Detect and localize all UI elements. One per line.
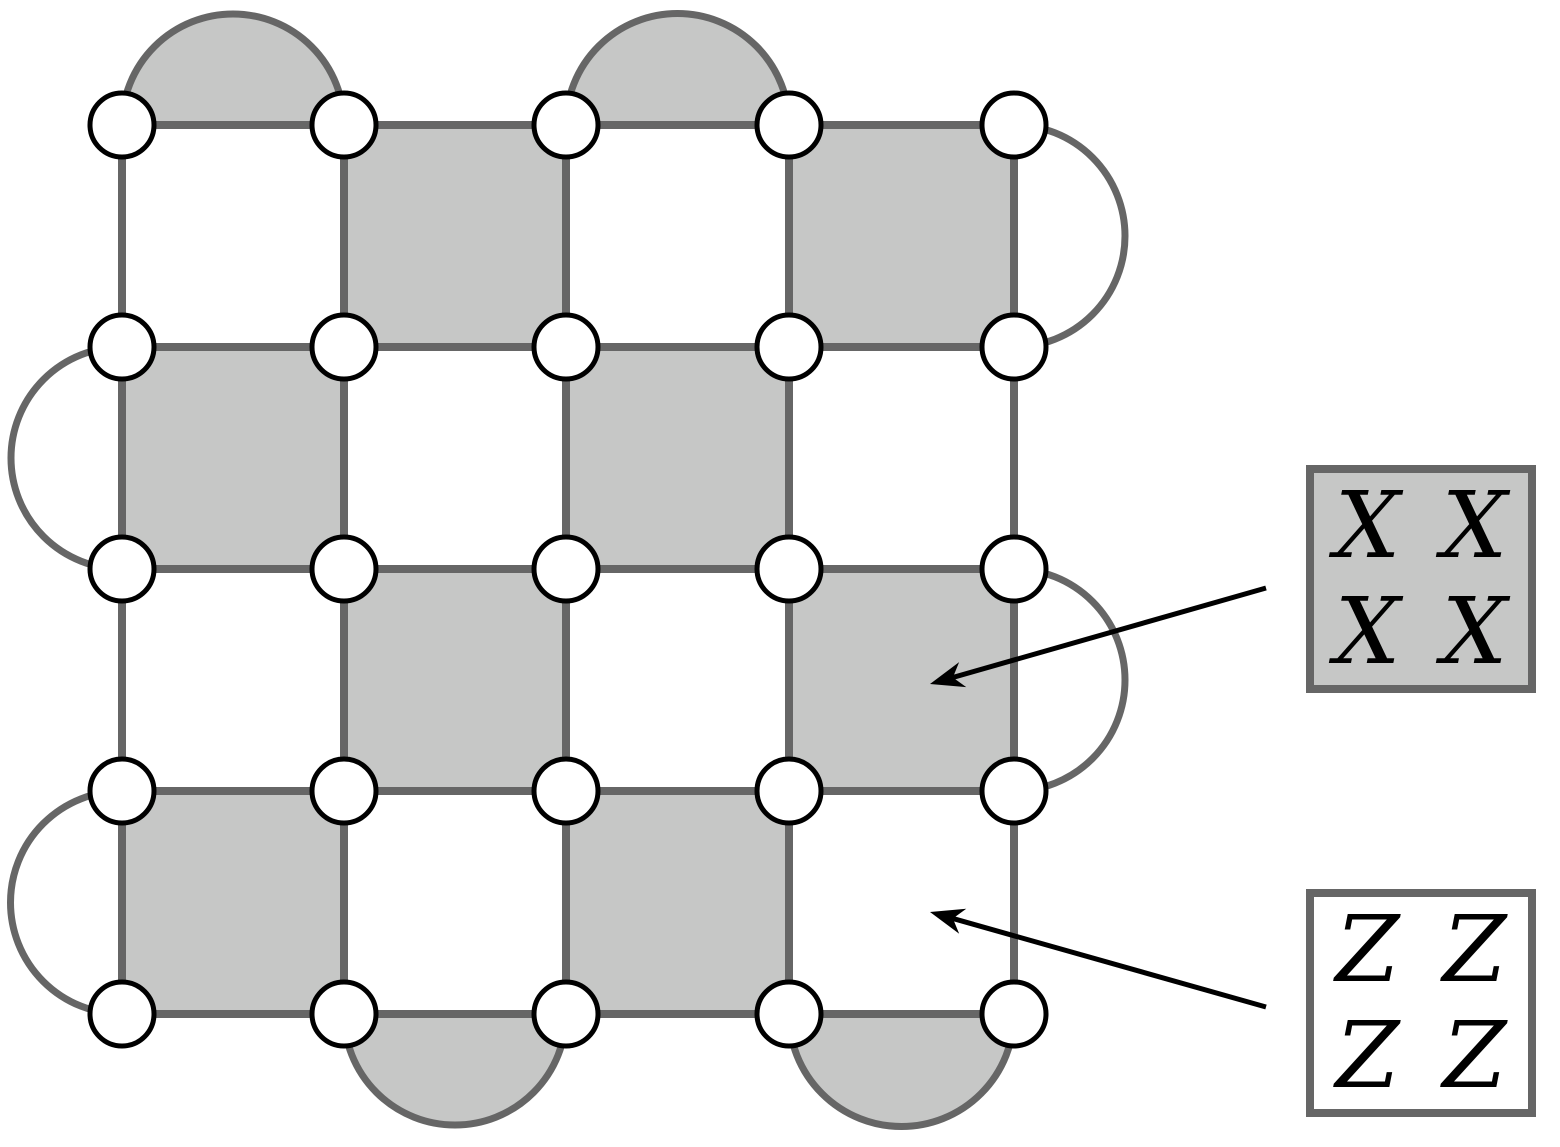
- circle-node-icon: [754, 90, 824, 160]
- circle-node-icon: [531, 90, 601, 160]
- circle-node-icon: [979, 312, 1049, 382]
- x-symbol: X: [1334, 578, 1401, 685]
- plaquette-faces: [122, 125, 1014, 1014]
- circle-node-icon: [87, 756, 157, 826]
- top-boundary-semicircle: [562, 10, 793, 126]
- right-boundary-semicircle: [1013, 121, 1129, 351]
- circle-node-icon: [87, 90, 157, 160]
- circle-node-icon: [754, 312, 824, 382]
- left-boundary-semicircle: [7, 787, 123, 1018]
- shaded-plaquette: [344, 569, 566, 791]
- circle-node-icon: [87, 312, 157, 382]
- z-symbol: Z: [1442, 1002, 1507, 1109]
- x-symbol: X: [1334, 472, 1401, 579]
- circle-node-icon: [87, 534, 157, 604]
- shaded-plaquette: [566, 347, 789, 569]
- boundary-semicircles: [7, 10, 1129, 1130]
- arrow-shaft: [948, 585, 1267, 681]
- x-symbol: X: [1441, 578, 1508, 685]
- circle-node-icon: [531, 979, 601, 1049]
- circle-node-icon: [309, 534, 379, 604]
- z-symbol: Z: [1335, 1002, 1400, 1109]
- shaded-plaquette: [789, 569, 1014, 791]
- shaded-plaquette: [344, 125, 566, 347]
- circle-node-icon: [309, 90, 379, 160]
- shaded-plaquette: [789, 125, 1014, 347]
- circle-node-icon: [309, 756, 379, 826]
- circle-node-icon: [979, 534, 1049, 604]
- bottom-boundary-semicircle: [340, 1013, 570, 1129]
- circle-node-icon: [87, 979, 157, 1049]
- arrow-left-icon: [930, 662, 967, 688]
- arrow-left-icon: [930, 908, 967, 934]
- z-stabilizer-legend: Z Z Z Z: [1306, 889, 1536, 1117]
- circle-node-icon: [531, 756, 601, 826]
- bottom-boundary-semicircle: [785, 1013, 1018, 1130]
- shaded-plaquette: [566, 791, 789, 1014]
- lattice-edges: [118, 121, 1018, 1018]
- circle-node-icon: [754, 979, 824, 1049]
- z-symbol: Z: [1335, 896, 1400, 1003]
- left-boundary-semicircle: [7, 343, 123, 573]
- circle-node-icon: [309, 979, 379, 1049]
- shaded-plaquette: [122, 791, 344, 1014]
- qubit-nodes: [87, 90, 1049, 1049]
- pointer-arrows: [930, 585, 1267, 1010]
- circle-node-icon: [309, 312, 379, 382]
- x-stabilizer-legend: X X X X: [1306, 465, 1536, 693]
- circle-node-icon: [754, 534, 824, 604]
- x-symbol: X: [1441, 472, 1508, 579]
- circle-node-icon: [979, 756, 1049, 826]
- circle-node-icon: [531, 534, 601, 604]
- circle-node-icon: [979, 90, 1049, 160]
- right-boundary-semicircle: [1013, 565, 1129, 795]
- circle-node-icon: [979, 979, 1049, 1049]
- arrow-shaft: [948, 915, 1267, 1010]
- circle-node-icon: [531, 312, 601, 382]
- shaded-plaquette: [122, 347, 344, 569]
- z-symbol: Z: [1442, 896, 1507, 1003]
- circle-node-icon: [754, 756, 824, 826]
- top-boundary-semicircle: [118, 10, 348, 126]
